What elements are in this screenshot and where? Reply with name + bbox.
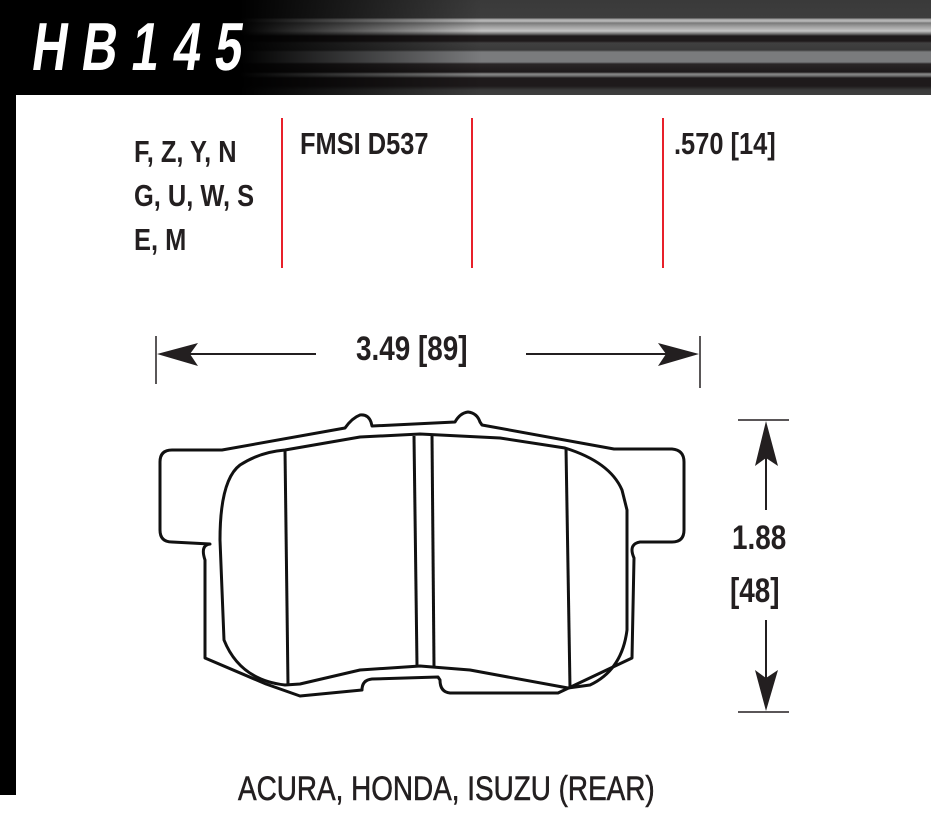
chamfer-line-left: [283, 449, 290, 686]
red-divider-1: [281, 118, 283, 268]
width-dimension-label: 3.49 [89]: [356, 330, 468, 368]
red-divider-2: [471, 118, 473, 268]
center-slot-right: [430, 434, 436, 667]
width-dimension-arrow: [155, 336, 701, 388]
left-border-bar: [0, 95, 16, 795]
friction-material-outline: [218, 432, 629, 690]
height-dimension-arrow: [738, 419, 789, 713]
pad-thickness: .570 [14]: [674, 126, 776, 161]
backing-plate-outline: [158, 410, 686, 698]
header-banner: HB145: [0, 0, 931, 95]
compound-line-1: F, Z, Y, N: [134, 134, 237, 169]
compound-line-3: E, M: [134, 222, 187, 257]
chamfer-line-right: [564, 447, 572, 689]
center-slot-left: [412, 435, 419, 667]
height-dimension-mm: [48]: [730, 572, 780, 610]
fmsi-number: FMSI D537: [300, 126, 429, 161]
red-divider-3: [662, 118, 664, 268]
header-stripes: [240, 0, 931, 95]
vehicle-application: ACURA, HONDA, ISUZU (REAR): [238, 770, 655, 809]
height-dimension-inches: 1.88: [732, 519, 787, 557]
compound-line-2: G, U, W, S: [134, 178, 255, 213]
compound-list: F, Z, Y, N G, U, W, S E, M: [134, 130, 254, 262]
